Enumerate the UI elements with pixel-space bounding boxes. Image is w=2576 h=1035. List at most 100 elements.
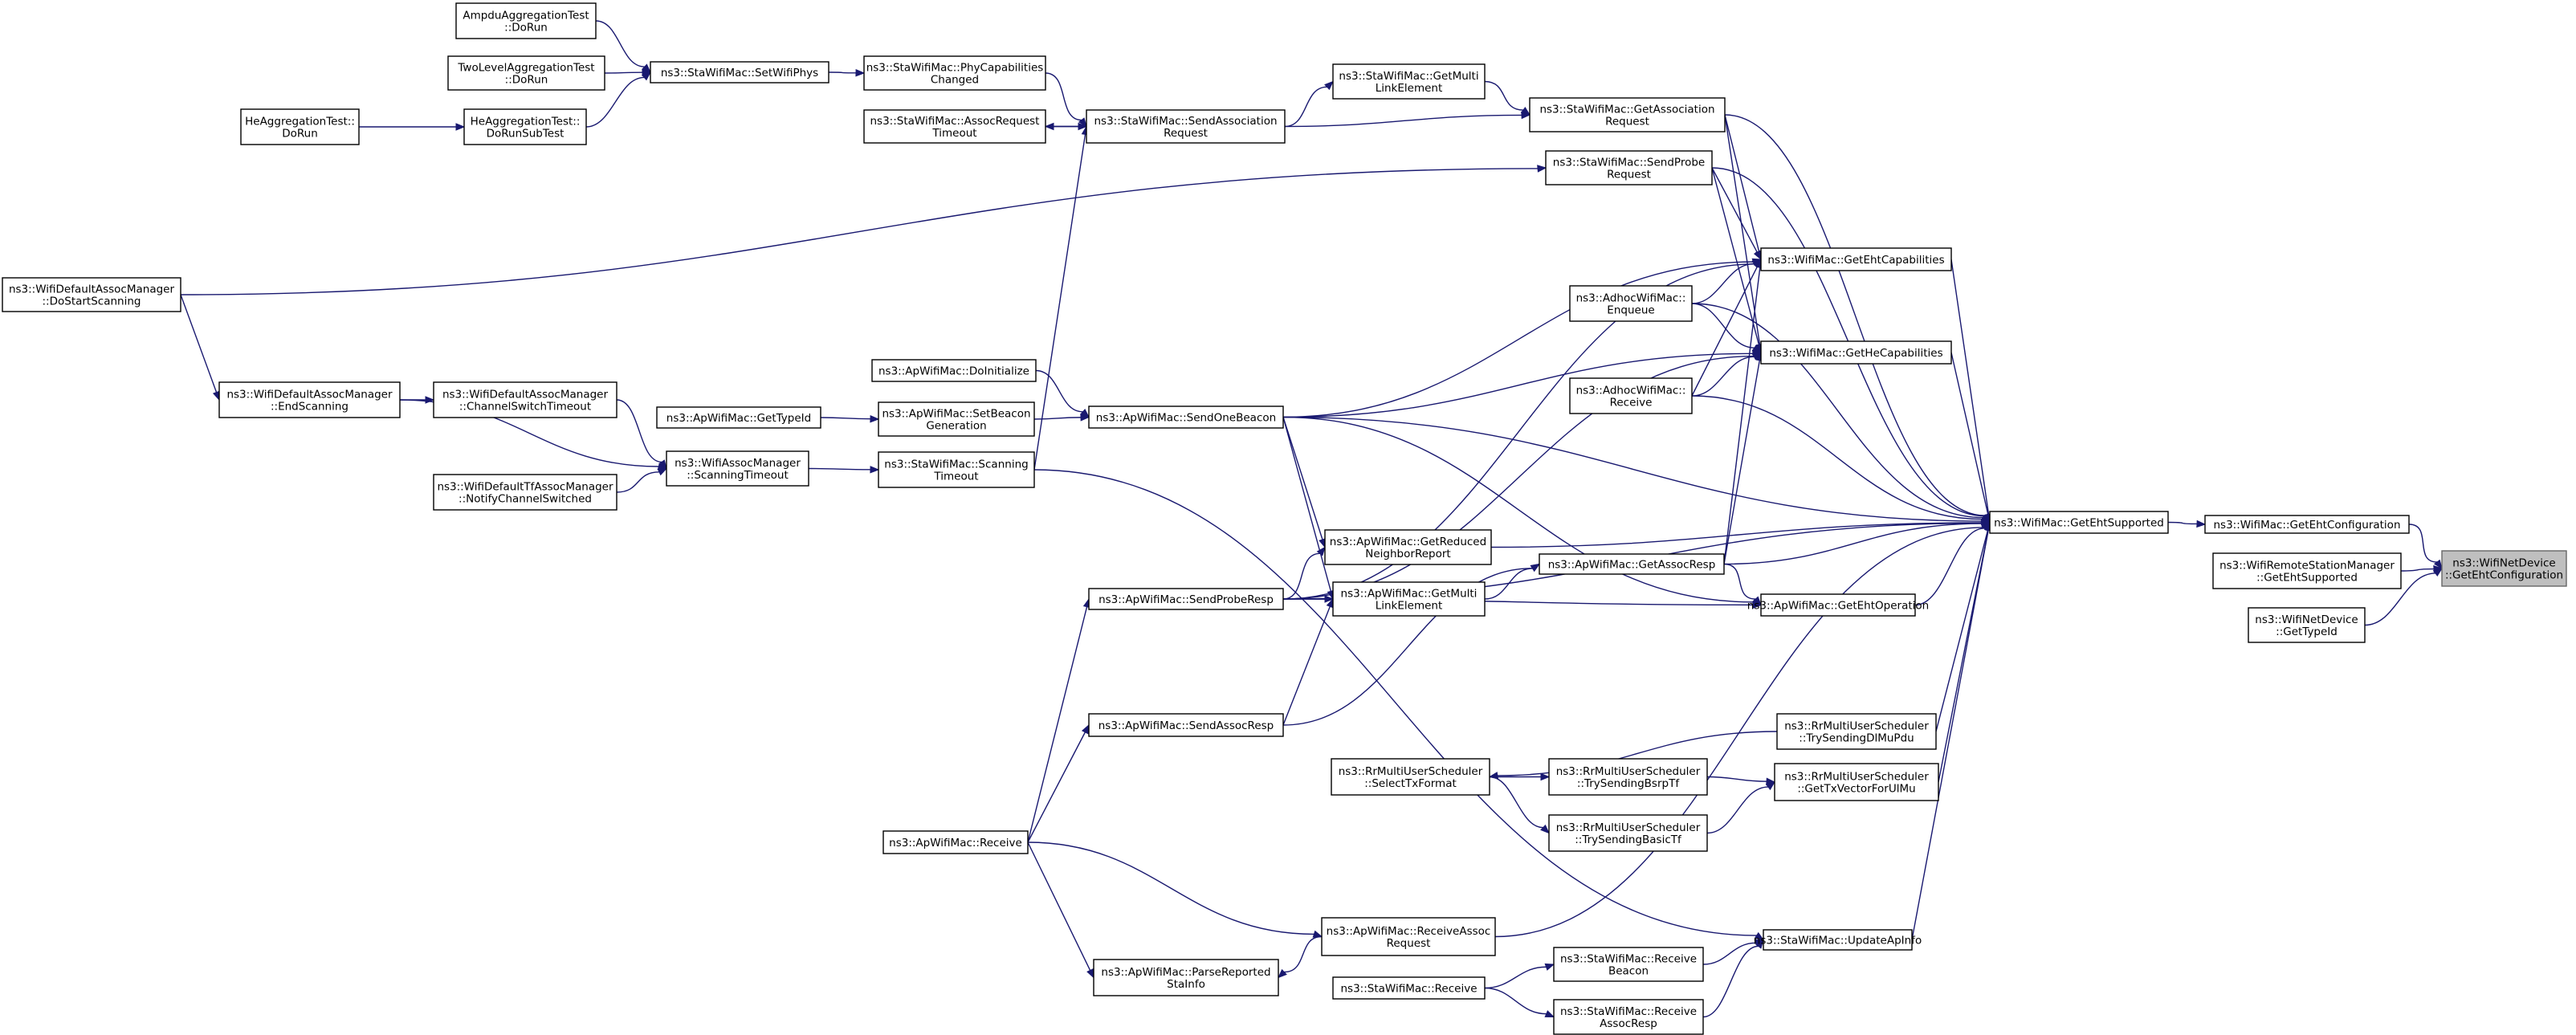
node-label: ::GetTxVectorForUlMu (1797, 783, 1915, 796)
node-label: ns3::ApWifiMac::GetReduced (1330, 536, 1486, 548)
node-sasr[interactable]: ns3::ApWifiMac::SendAssocResp (1088, 713, 1284, 737)
node-ehtop[interactable]: ns3::ApWifiMac::GetEhtOperation (1747, 593, 1929, 617)
node-label: NeighborReport (1365, 548, 1450, 560)
node-label: ns3::StaWifiMac::Receive (1340, 983, 1477, 996)
node-wamst[interactable]: ns3::WifiAssocManager::ScanningTimeout (666, 450, 809, 487)
edge-stf-to-tbasic (1489, 776, 1550, 834)
edge-line (1723, 563, 1756, 600)
node-dcst[interactable]: ns3::WifiDefaultAssocManager::ChannelSwi… (433, 381, 618, 418)
node-rsm[interactable]: ns3::WifiRemoteStationManager::GetEhtSup… (2212, 552, 2402, 589)
node-label: ns3::ApWifiMac::GetEhtOperation (1747, 600, 1929, 613)
node-stf[interactable]: ns3::RrMultiUserScheduler::SelectTxForma… (1331, 758, 1490, 796)
edge-sprr-to-grnr (1282, 546, 1326, 600)
edge-art-to-sar (1045, 122, 1088, 131)
edge-sst-to-upd (1033, 469, 1765, 941)
arrow-head-icon (1753, 250, 1762, 261)
node-adr[interactable]: AmpduAggregationTest::DoRun (455, 2, 597, 39)
node-aprec[interactable]: ns3::ApWifiMac::Receive (882, 830, 1029, 854)
edge-sob-to-ehtop (1282, 416, 1763, 606)
node-sob[interactable]: ns3::ApWifiMac::SendOneBeacon (1088, 405, 1284, 429)
edge-line (1494, 527, 1984, 938)
node-adenq[interactable]: ns3::AdhocWifiMac::Enqueue (1569, 285, 1693, 322)
node-tbasic[interactable]: ns3::RrMultiUserScheduler::TrySendingBas… (1548, 814, 1708, 852)
node-label: ::ChannelSwitchTimeout (459, 401, 591, 414)
node-des[interactable]: ns3::WifiDefaultAssocManager::EndScannin… (218, 381, 401, 418)
node-hecap[interactable]: ns3::WifiMac::GetHeCapabilities (1760, 340, 1952, 365)
node-label: ::TrySendingBasicTf (1575, 833, 1682, 846)
edge-gasr-to-ehtcap (1723, 258, 1764, 564)
node-aptid[interactable]: ns3::ApWifiMac::GetTypeId (656, 406, 821, 429)
node-dncs[interactable]: ns3::WifiDefaultTfAssocManager::NotifyCh… (433, 474, 618, 511)
node-sst[interactable]: ns3::StaWifiMac::ScanningTimeout (878, 451, 1035, 488)
node-tldr[interactable]: TwoLevelAggregationTest::DoRun (447, 55, 605, 91)
node-ges[interactable]: ns3::WifiMac::GetEhtSupported (1989, 511, 2169, 534)
node-starec[interactable]: ns3::StaWifiMac::Receive (1332, 976, 1486, 1000)
node-label: ns3::RrMultiUserScheduler (1784, 720, 1929, 733)
node-adrec[interactable]: ns3::AdhocWifiMac::Receive (1569, 377, 1693, 414)
edge-gmle-to-gasr (1484, 563, 1541, 600)
edge-line (1282, 416, 1983, 522)
node-label: ns3::ApWifiMac::GetAssocResp (1548, 559, 1716, 572)
edge-line (1282, 352, 1754, 418)
node-tbsrp[interactable]: ns3::RrMultiUserScheduler::TrySendingBsr… (1548, 758, 1708, 796)
edge-gec-to-root (2408, 524, 2443, 570)
edge-line (1724, 114, 1760, 252)
call-edges (180, 20, 2444, 1018)
node-box (1760, 593, 1916, 617)
node-upd[interactable]: ns3::StaWifiMac::UpdateApInfo (1754, 929, 1922, 951)
edge-line (820, 417, 871, 420)
node-hedr[interactable]: HeAggregationTest::DoRun (240, 108, 360, 145)
node-gtid[interactable]: ns3::WifiNetDevice::GetTypeId (2248, 607, 2366, 643)
node-box (2204, 515, 2410, 534)
arrow-head-icon (641, 71, 652, 81)
edge-line (1282, 568, 1533, 726)
node-gasr[interactable]: ns3::ApWifiMac::GetAssocResp (1539, 553, 1725, 575)
node-swp[interactable]: ns3::StaWifiMac::SetWifiPhys (650, 61, 829, 84)
node-label: ns3::ApWifiMac::SendAssocResp (1098, 719, 1274, 732)
arrow-head-icon (1316, 546, 1326, 556)
node-label: Changed (931, 74, 979, 87)
node-hedrs[interactable]: HeAggregationTest::DoRunSubTest (463, 108, 587, 145)
node-trydl[interactable]: ns3::RrMultiUserScheduler::TrySendingDlM… (1776, 713, 1937, 750)
edge-gasr-to-ges (1723, 520, 1991, 565)
edge-line (1045, 72, 1082, 121)
node-box (878, 401, 1035, 437)
node-sprr[interactable]: ns3::ApWifiMac::SendProbeResp (1088, 588, 1284, 610)
node-ehtcap[interactable]: ns3::WifiMac::GetEhtCapabilities (1760, 247, 1952, 271)
edge-line (1282, 552, 1320, 600)
edge-sob-to-grnr (1282, 417, 1327, 548)
arrow-head-icon (658, 459, 667, 470)
edge-line (1027, 841, 1314, 935)
node-gec[interactable]: ns3::WifiMac::GetEhtConfiguration (2204, 515, 2410, 534)
arrow-head-icon (1537, 165, 1547, 173)
node-label: ns3::RrMultiUserScheduler (1339, 765, 1483, 778)
edge-dcst-to-wamst (616, 399, 667, 470)
node-box (1548, 814, 1708, 852)
edge-line (1723, 360, 1760, 564)
node-root[interactable]: ns3::WifiNetDevice::GetEhtConfiguration (2441, 550, 2567, 587)
node-label: Request (1387, 937, 1431, 950)
edge-line (1282, 263, 1755, 600)
node-box (1553, 999, 1704, 1035)
edge-aprec-to-sprr (1027, 597, 1091, 843)
node-apdi[interactable]: ns3::ApWifiMac::DoInitialize (871, 359, 1037, 382)
arrow-head-icon (1312, 930, 1323, 938)
node-gtxul[interactable]: ns3::RrMultiUserScheduler::GetTxVectorFo… (1774, 763, 1939, 801)
node-label: ns3::WifiNetDevice (2255, 613, 2358, 626)
edge-line (1497, 731, 1778, 776)
node-dds[interactable]: ns3::WifiDefaultAssocManager::DoStartSca… (2, 277, 181, 312)
arrow-head-icon (2433, 559, 2443, 570)
